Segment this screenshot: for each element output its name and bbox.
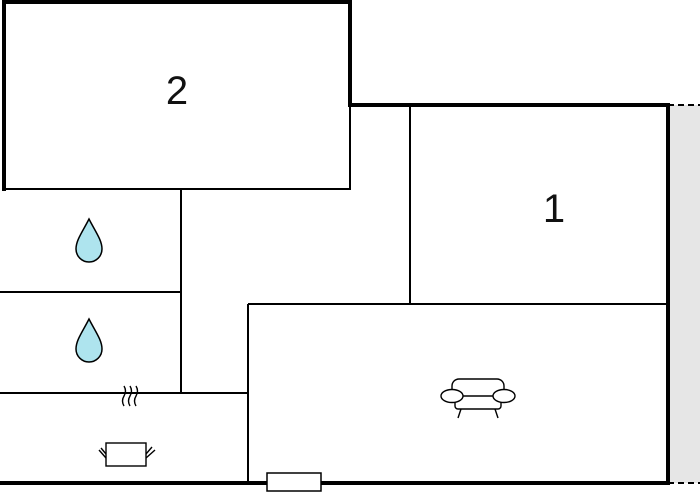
balcony-area	[668, 105, 700, 483]
entrance-door	[266, 472, 322, 492]
water-drop-icon	[75, 217, 103, 263]
cooking-pot-icon	[98, 385, 156, 467]
interior-walls	[0, 105, 668, 483]
sofa-icon	[440, 378, 516, 419]
room-2-label: 2	[166, 69, 188, 113]
outer-walls	[0, 0, 670, 485]
water-drop-icon	[75, 317, 103, 363]
room-1-label: 1	[543, 187, 565, 231]
